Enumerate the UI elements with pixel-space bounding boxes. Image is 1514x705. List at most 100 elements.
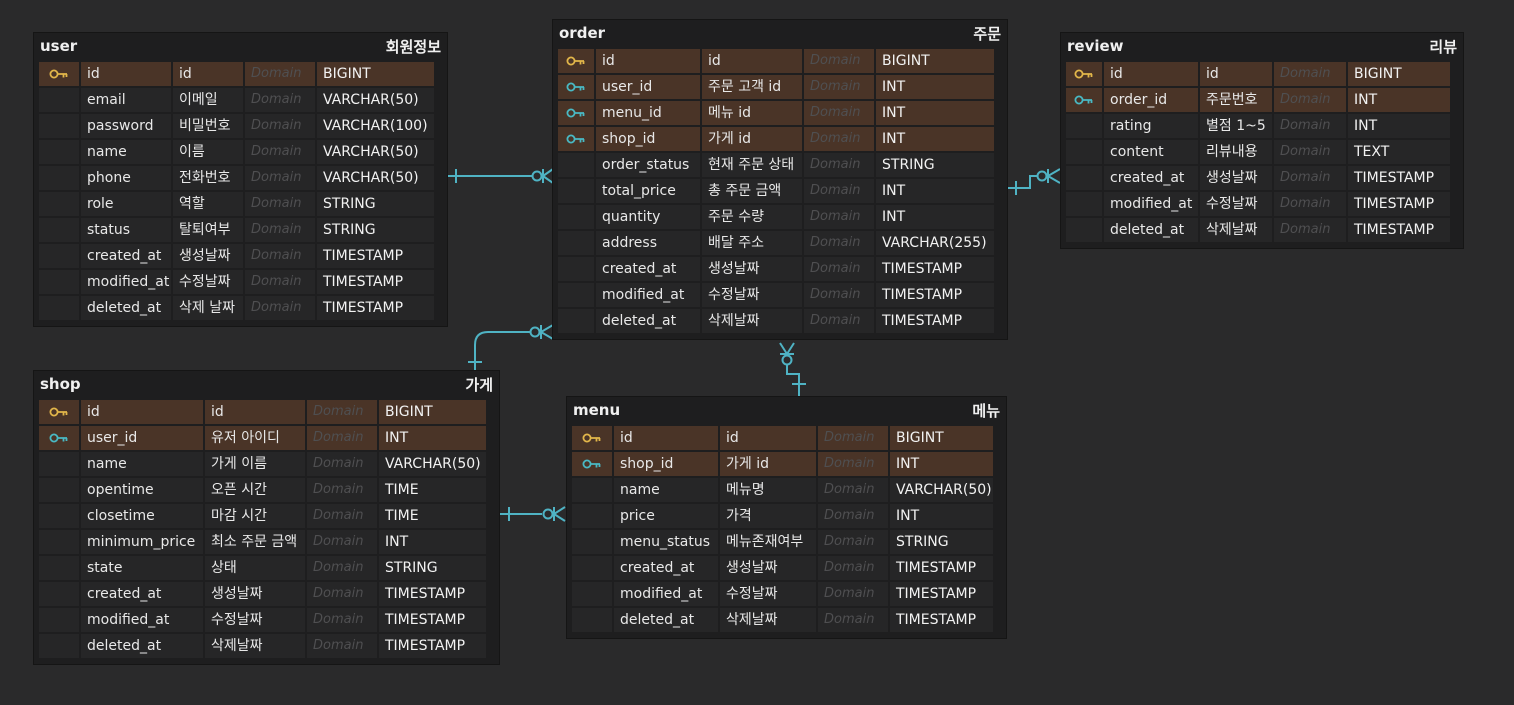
column-physical-name: id (596, 49, 700, 73)
column-physical-name: phone (81, 166, 171, 190)
column-type: TIMESTAMP (1348, 218, 1450, 242)
key-cell (1066, 166, 1102, 190)
column-physical-name: email (81, 88, 171, 112)
key-cell (1066, 140, 1102, 164)
column-type: INT (379, 530, 486, 554)
column-logical-name: 생성날짜 (173, 244, 243, 268)
column-domain: Domain (1274, 114, 1346, 138)
relationship-shop-order[interactable] (468, 324, 554, 370)
relationship-order-review[interactable] (1008, 168, 1061, 195)
column-logical-name: 리뷰내용 (1200, 140, 1272, 164)
column-logical-name: 별점 1~5 (1200, 114, 1272, 138)
relationship-user-order[interactable] (448, 168, 554, 184)
column-physical-name: deleted_at (81, 634, 203, 658)
column-physical-name: modified_at (614, 582, 718, 606)
relationship-shop-menu[interactable] (500, 506, 566, 522)
key-cell (558, 309, 594, 333)
key-cell (39, 478, 79, 502)
column-type: TIME (379, 504, 486, 528)
key-cell (572, 556, 612, 580)
column-domain: Domain (245, 296, 315, 320)
column-physical-name: created_at (81, 582, 203, 606)
column-physical-name: user_id (596, 75, 700, 99)
column-domain: Domain (1274, 166, 1346, 190)
column-logical-name: 수정날짜 (720, 582, 816, 606)
column-physical-name: deleted_at (1104, 218, 1198, 242)
column-physical-name: user_id (81, 426, 203, 450)
column-logical-name: 가게 id (702, 127, 802, 151)
column-domain: Domain (245, 192, 315, 216)
column-domain: Domain (818, 556, 888, 580)
key-cell (39, 114, 79, 138)
primary-key-icon (39, 62, 79, 86)
column-domain: Domain (307, 608, 377, 632)
relationship-menu-order[interactable] (779, 342, 806, 397)
column-physical-name: rating (1104, 114, 1198, 138)
column-domain: Domain (818, 504, 888, 528)
column-logical-name: 주문번호 (1200, 88, 1272, 112)
column-logical-name: 탈퇴여부 (173, 218, 243, 242)
entity-name: menu (573, 401, 621, 419)
foreign-key-icon (572, 452, 612, 476)
column-type: TIME (379, 478, 486, 502)
column-physical-name: minimum_price (81, 530, 203, 554)
